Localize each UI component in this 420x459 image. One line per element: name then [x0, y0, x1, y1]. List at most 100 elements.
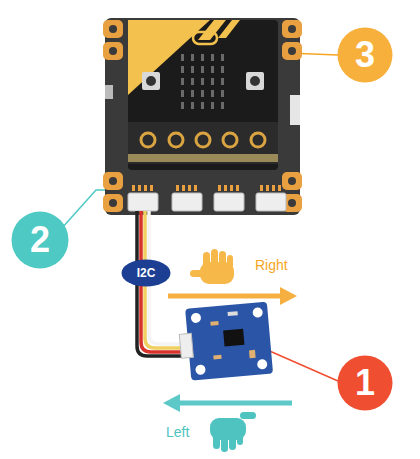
hole [109, 177, 117, 185]
pin [188, 185, 191, 191]
led [181, 78, 184, 85]
pad [282, 172, 302, 190]
led [221, 66, 224, 73]
button-a [142, 72, 160, 90]
bus-label-text: I2C [137, 266, 156, 280]
hole [109, 199, 117, 207]
expansion-board [103, 18, 302, 215]
callout-number-text: 2 [30, 219, 50, 261]
led [221, 102, 224, 109]
finger [213, 432, 220, 449]
ring [169, 133, 183, 147]
led [211, 102, 214, 109]
edge-rings [141, 133, 265, 147]
gesture-label: Right [255, 257, 288, 273]
led [221, 90, 224, 97]
pad [103, 194, 123, 212]
pin [132, 185, 135, 191]
socket [256, 193, 286, 211]
ring [196, 133, 210, 147]
callout-number: 2 [11, 211, 69, 269]
button-cap [250, 76, 260, 86]
pin [144, 185, 147, 191]
led [211, 90, 214, 97]
finger [229, 433, 236, 450]
led [181, 102, 184, 109]
callout-number: 3 [337, 27, 393, 83]
callout-number-fill [338, 28, 393, 83]
side-switch [290, 95, 300, 125]
led [191, 78, 194, 85]
thumb [190, 270, 206, 277]
led [211, 54, 214, 61]
callout-number-text: 3 [355, 34, 375, 76]
pin [218, 185, 221, 191]
pin [150, 185, 153, 191]
pad [282, 20, 302, 38]
hole [109, 47, 117, 55]
socket [128, 193, 158, 211]
component [210, 321, 218, 326]
arrow-head [280, 287, 297, 305]
led [221, 78, 224, 85]
led [201, 90, 204, 97]
sensor-chip [223, 329, 244, 347]
led [201, 66, 204, 73]
finger [203, 252, 210, 268]
socket [214, 193, 244, 211]
hand-icon [190, 249, 234, 284]
usb-port [105, 85, 113, 99]
socket [172, 193, 202, 211]
arrow-head [163, 394, 180, 412]
pin [194, 185, 197, 191]
gesture-label: Left [166, 424, 189, 440]
left-arrow [179, 401, 292, 406]
callout-number: 1 [337, 355, 393, 411]
microbit-body [128, 20, 278, 170]
socket-pins [132, 185, 281, 191]
hole [252, 307, 263, 318]
hole [288, 25, 296, 33]
sensor-board [185, 302, 273, 381]
hole [191, 312, 202, 323]
pad [103, 172, 123, 190]
hand-icon [210, 412, 256, 452]
board-pads [103, 20, 302, 212]
pin [278, 185, 281, 191]
ring [141, 133, 155, 147]
hole [195, 364, 206, 375]
hole [257, 359, 268, 370]
edge-pins [128, 154, 278, 162]
pad [103, 42, 123, 60]
sensor-connector [179, 333, 193, 358]
finger [237, 431, 243, 445]
led [201, 78, 204, 85]
hole [288, 199, 296, 207]
pin [230, 185, 233, 191]
component [228, 311, 238, 316]
led [191, 66, 194, 73]
edge-connector [128, 122, 278, 164]
gesture-sensor [177, 302, 273, 382]
pin [236, 185, 239, 191]
pin [266, 185, 269, 191]
pin [260, 185, 263, 191]
led [181, 66, 184, 73]
led [181, 90, 184, 97]
bus-label: I2C [121, 259, 171, 287]
hole [288, 177, 296, 185]
led [221, 54, 224, 61]
led [211, 66, 214, 73]
button-b [246, 72, 264, 90]
led [201, 54, 204, 61]
callout-number-fill [12, 212, 69, 269]
pin [182, 185, 185, 191]
led [201, 102, 204, 109]
ring [223, 133, 237, 147]
pad [282, 42, 302, 60]
callout-number-fill [338, 356, 393, 411]
led [191, 54, 194, 61]
board-body [105, 18, 300, 215]
led [181, 54, 184, 61]
led-matrix [181, 54, 224, 109]
